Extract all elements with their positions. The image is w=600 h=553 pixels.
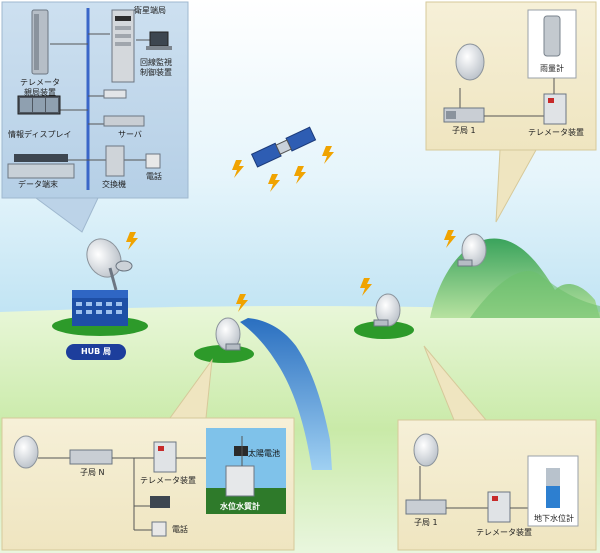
rain-station-panel [425, 1, 597, 223]
water-quality-sensor-label: 水位水質計 [220, 502, 260, 511]
server-label: サーバ [118, 130, 142, 139]
solar-panel-label: 太陽電池 [248, 449, 280, 458]
groundwater-panel [397, 345, 597, 551]
river [240, 318, 332, 470]
gw-telemeter-label: テレメータ装置 [476, 528, 532, 537]
remote-dish-middle [354, 293, 414, 339]
groundwater-sensor-label: 地下水位計 [534, 514, 574, 523]
wq-slave-label: 子局 N [80, 468, 105, 477]
rain-gauge-label: 雨量計 [540, 64, 564, 73]
telemeter-master-label: テレメータ 親局装置 [20, 78, 60, 97]
hub-station-badge: HUB 局 [66, 344, 126, 360]
wq-telemeter-label: テレメータ装置 [140, 476, 196, 485]
wq-phone-label: 電話 [172, 525, 188, 534]
water-quality-panel [1, 358, 295, 551]
data-terminal-label: データ端末 [18, 180, 58, 189]
exchange-label: 交換機 [102, 180, 126, 189]
gw-slave-label: 子局 1 [414, 518, 438, 527]
remote-dish-left [194, 317, 254, 363]
hub-station [52, 238, 148, 336]
info-display-label: 情報ディスプレイ [8, 130, 72, 139]
remote-dish-hill [457, 233, 487, 267]
satellite [250, 126, 317, 168]
rain-telemeter-label: テレメータ装置 [528, 128, 584, 137]
hub-center-panel [1, 1, 189, 233]
lightning-bolts [126, 146, 456, 312]
satellite-terminal-label: 衛星端局 [134, 6, 166, 15]
telephone-label: 電話 [146, 172, 162, 181]
rain-slave-label: 子局 1 [452, 126, 476, 135]
line-monitor-label: 回線監視 制御装置 [140, 58, 172, 77]
